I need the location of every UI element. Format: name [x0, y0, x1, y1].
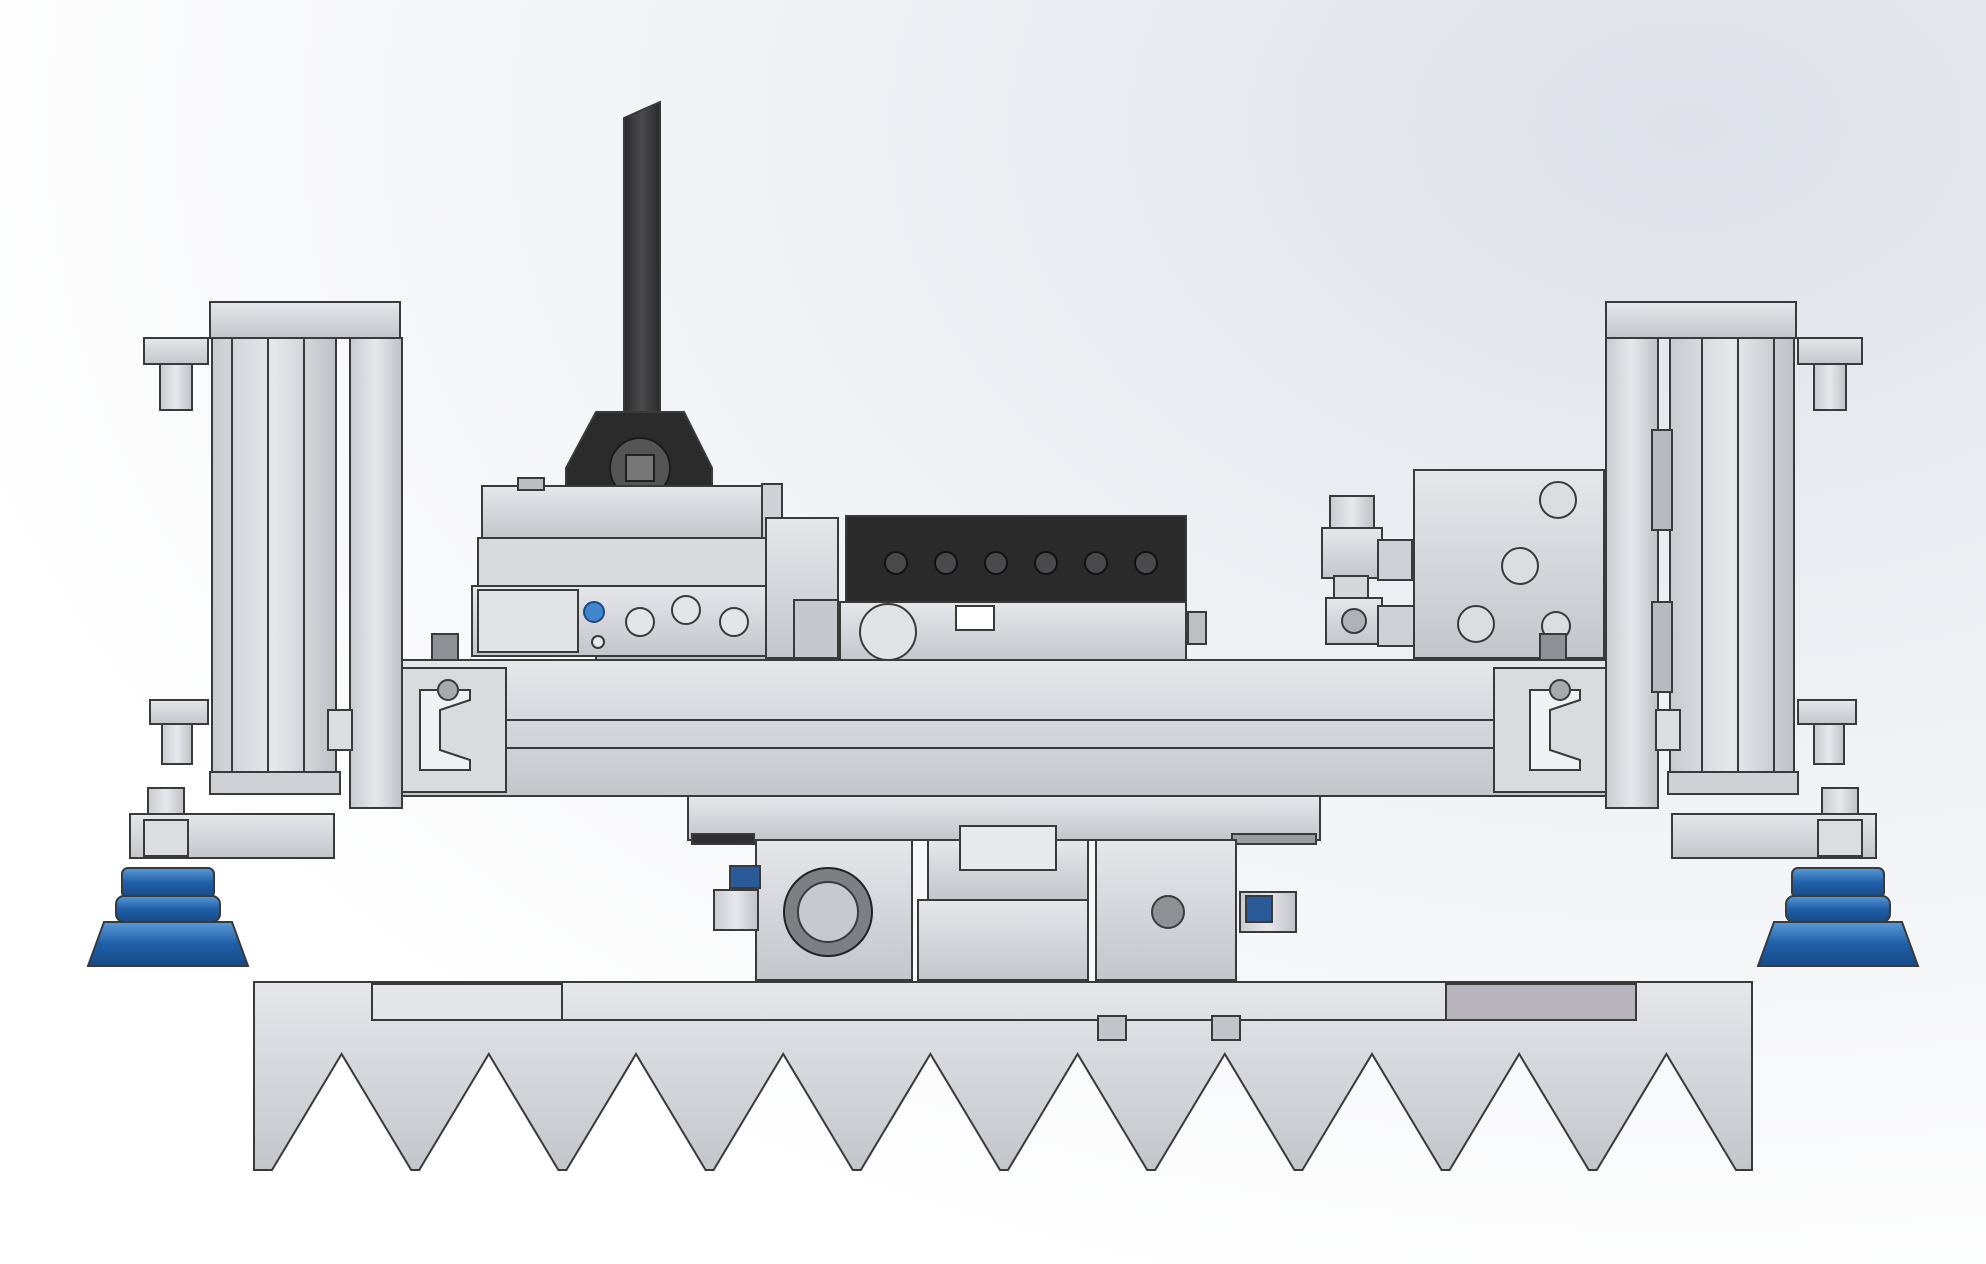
- lower-cylinder-left: [713, 839, 913, 981]
- suction-cup-right: [1756, 867, 1920, 967]
- slide-plate: [687, 795, 1321, 845]
- push-fittings-left: [143, 337, 209, 819]
- vertical-rod: [623, 100, 661, 413]
- suction-cup-left: [86, 867, 250, 967]
- rotary-cylinder-black: [839, 515, 1207, 663]
- manifold-block-right: [1413, 469, 1605, 659]
- lower-cylinder-right: [1095, 839, 1297, 981]
- middle-bracket: [765, 517, 839, 659]
- elbow-fittings-right: [1321, 495, 1415, 647]
- lower-guide-center: [917, 825, 1089, 981]
- vertical-cylinder-right: [1605, 301, 1799, 809]
- saw-tooth-plate: [253, 981, 1753, 1171]
- push-fittings-right: [1797, 337, 1863, 819]
- valve-block-left: [471, 477, 783, 667]
- cup-bracket-left: [129, 813, 335, 859]
- vertical-cylinder-left: [209, 301, 403, 809]
- cup-bracket-right: [1671, 813, 1877, 859]
